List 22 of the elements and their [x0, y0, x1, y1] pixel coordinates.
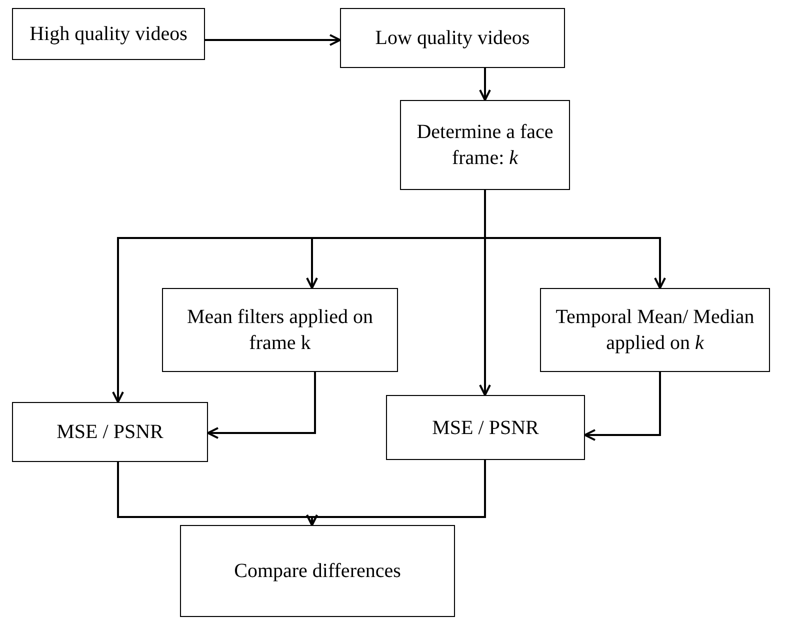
- process-box: [180, 525, 455, 617]
- box-label: Determine a face frame: k: [416, 120, 554, 171]
- arrow: [306, 460, 486, 526]
- box-label: MSE / PSNR: [432, 416, 539, 440]
- process-box: [12, 402, 208, 462]
- arrow: [479, 68, 491, 101]
- process-box: [386, 395, 585, 460]
- box-label: MSE / PSNR: [56, 420, 164, 445]
- arrow: [205, 34, 341, 46]
- box-label: Temporal Mean/ Median applied on k: [554, 305, 756, 356]
- process-box: [12, 8, 205, 60]
- box-label: Compare differences: [234, 559, 401, 584]
- arrow: [207, 372, 316, 439]
- process-box: [540, 288, 770, 372]
- box-label: High quality videos: [30, 22, 188, 47]
- process-box: [400, 100, 570, 190]
- arrow: [584, 372, 661, 441]
- arrow: [484, 190, 666, 289]
- process-box: [340, 8, 565, 68]
- process-box: [162, 288, 398, 372]
- box-label: Low quality videos: [375, 26, 530, 51]
- box-label: Mean filters applied on frame k: [186, 305, 374, 356]
